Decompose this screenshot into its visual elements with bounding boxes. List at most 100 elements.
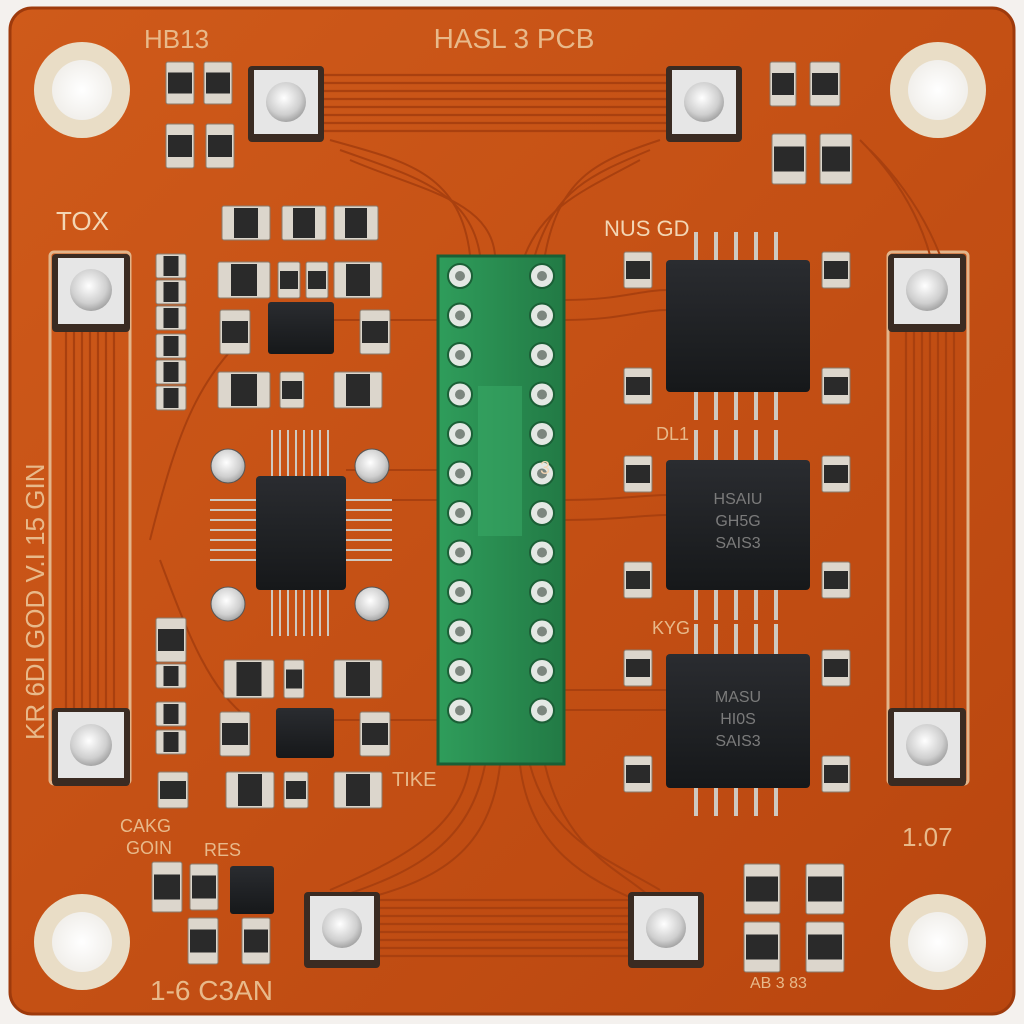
header-label: 3 bbox=[540, 458, 550, 478]
smd-part bbox=[821, 649, 851, 687]
header-pin-hole bbox=[455, 350, 465, 360]
smd-part bbox=[219, 309, 251, 355]
smd-part bbox=[333, 261, 383, 299]
label-tike: TIKE bbox=[392, 769, 436, 791]
mounting-holes bbox=[34, 42, 986, 990]
header-pin-hole bbox=[537, 587, 547, 597]
label-goin: GOIN bbox=[126, 838, 172, 858]
header-pin-hole bbox=[455, 429, 465, 439]
pad-bottom-left bbox=[304, 892, 380, 968]
label-kyg: KYG bbox=[652, 618, 690, 638]
smd-part bbox=[333, 371, 383, 409]
pad-left-upper bbox=[52, 254, 130, 332]
header-pin-hole bbox=[537, 547, 547, 558]
mounting-hole-icon bbox=[890, 42, 986, 138]
smd-part bbox=[805, 863, 845, 915]
smd-part bbox=[155, 253, 187, 279]
chip-marking-bottom-1: MASU bbox=[715, 689, 761, 706]
header-pin-hole bbox=[455, 547, 465, 558]
smd-part bbox=[333, 771, 383, 809]
header-pin-hole bbox=[537, 389, 547, 400]
mounting-hole-icon bbox=[34, 42, 130, 138]
header-pin-hole bbox=[455, 587, 465, 597]
header-pin-hole bbox=[537, 626, 547, 637]
smd-part bbox=[821, 367, 851, 405]
smd-part bbox=[821, 755, 851, 793]
smd-part bbox=[165, 123, 195, 169]
label-cakg: CAKG bbox=[120, 816, 171, 836]
smd-part bbox=[333, 659, 383, 699]
trace-bus-sides bbox=[64, 330, 956, 710]
ic-chip-icon bbox=[210, 430, 392, 636]
header-pin-hole bbox=[455, 310, 465, 321]
large-pads bbox=[52, 66, 966, 968]
label-dl1: DL1 bbox=[656, 424, 689, 444]
ic-chip-icon: MASU HI0S SAIS3 bbox=[666, 624, 810, 816]
smd-part bbox=[217, 261, 271, 299]
mounting-hole-icon bbox=[34, 894, 130, 990]
smd-part bbox=[225, 771, 275, 809]
smd-part bbox=[277, 261, 301, 299]
smd-part bbox=[771, 133, 807, 185]
header-pin-hole bbox=[537, 468, 547, 479]
smd-part bbox=[623, 367, 653, 405]
trace-fanout bbox=[149, 139, 941, 901]
smd-part bbox=[805, 921, 845, 973]
trace-bus-top bbox=[320, 73, 668, 958]
label-nus-gd: NUS GD bbox=[604, 216, 690, 241]
small-ic-chips bbox=[230, 302, 334, 914]
ic-chip-icon: HSAIU GH5G SAIS3 bbox=[666, 430, 810, 620]
smd-part bbox=[205, 123, 235, 169]
smd-part bbox=[217, 371, 271, 409]
ic-chip-icon bbox=[666, 232, 810, 420]
mounting-hole-icon bbox=[890, 894, 986, 990]
smd-part bbox=[221, 205, 271, 241]
header-pin-hole bbox=[455, 705, 465, 716]
smd-part bbox=[821, 251, 851, 289]
pad-top-left bbox=[248, 66, 324, 142]
smd-part bbox=[155, 663, 187, 689]
smd-part bbox=[283, 659, 305, 699]
smd-part bbox=[359, 711, 391, 757]
smd-part bbox=[155, 617, 187, 663]
smd-part bbox=[155, 385, 187, 411]
pad-right-lower bbox=[888, 708, 966, 786]
label-left-vertical: KR 6DI GOD V.I 15 GIN bbox=[20, 464, 50, 740]
smd-part bbox=[155, 359, 187, 385]
pad-left-lower bbox=[52, 708, 130, 786]
smd-part bbox=[155, 729, 187, 755]
header-pin-hole bbox=[537, 508, 547, 518]
header-pin-hole bbox=[455, 271, 465, 281]
smd-components bbox=[151, 61, 853, 973]
header-pin-hole bbox=[537, 666, 547, 676]
header-pin-hole bbox=[537, 271, 547, 281]
smd-part bbox=[165, 61, 195, 105]
smd-part bbox=[821, 561, 851, 599]
pad-right-upper bbox=[888, 254, 966, 332]
header-pin-hole bbox=[455, 508, 465, 518]
smd-part bbox=[623, 561, 653, 599]
header-pin-hole bbox=[537, 429, 547, 439]
header-pin-hole bbox=[455, 468, 465, 479]
smd-part bbox=[821, 455, 851, 493]
header-pin-hole bbox=[537, 350, 547, 360]
smd-part bbox=[157, 771, 189, 809]
smd-part bbox=[203, 61, 233, 105]
smd-part bbox=[281, 205, 327, 241]
smd-part bbox=[223, 659, 275, 699]
pin-header-icon bbox=[436, 254, 566, 766]
smd-part bbox=[623, 455, 653, 493]
smd-part bbox=[283, 771, 309, 809]
label-top-left: HB13 bbox=[144, 24, 209, 54]
smd-part bbox=[623, 755, 653, 793]
smd-part bbox=[359, 309, 391, 355]
smd-part bbox=[809, 61, 841, 107]
chip-marking-mid-2: GH5G bbox=[715, 513, 760, 530]
smd-part bbox=[333, 205, 379, 241]
smd-part bbox=[819, 133, 853, 185]
smd-part bbox=[743, 921, 781, 973]
header-pin-hole bbox=[537, 705, 547, 716]
label-res: RES bbox=[204, 840, 241, 860]
smd-part bbox=[155, 701, 187, 727]
